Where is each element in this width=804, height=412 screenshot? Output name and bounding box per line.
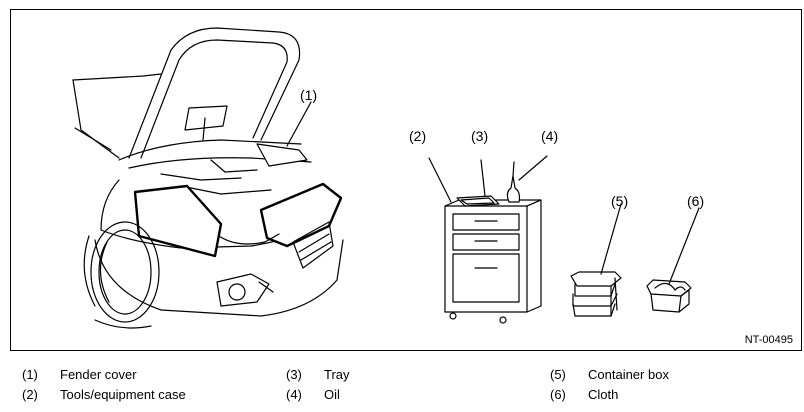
legend-number: (1) <box>22 367 38 382</box>
callout-oil: (4) <box>541 128 559 144</box>
callout-container-box: (5) <box>611 193 629 209</box>
legend-label: Container box <box>588 367 669 382</box>
legend-label: Cloth <box>588 387 619 402</box>
callout-fender-cover: (1) <box>300 87 318 103</box>
legend-label: Tray <box>324 367 350 382</box>
tools-case-drawing <box>428 155 548 324</box>
cloth-drawing <box>646 207 700 313</box>
legend-label: Fender cover <box>60 367 137 382</box>
legend-label: Tools/equipment case <box>60 387 186 402</box>
legend-number: (6) <box>550 387 566 402</box>
legend-number: (2) <box>22 387 38 402</box>
figure-frame: (1) (2) (3) (4) (5) (6) NT-00495 <box>10 9 802 351</box>
callout-tools-case: (2) <box>409 128 427 144</box>
figure-id-code: NT-00495 <box>744 334 793 346</box>
container-box-drawing <box>570 203 622 317</box>
callout-cloth: (6) <box>687 193 705 209</box>
legend-label: Oil <box>324 387 340 402</box>
legend-number: (5) <box>550 367 566 382</box>
legend-number: (4) <box>286 387 302 402</box>
car-drawing <box>72 27 344 329</box>
illustration <box>72 27 700 329</box>
legend-number: (3) <box>286 367 302 382</box>
callout-tray: (3) <box>471 128 489 144</box>
